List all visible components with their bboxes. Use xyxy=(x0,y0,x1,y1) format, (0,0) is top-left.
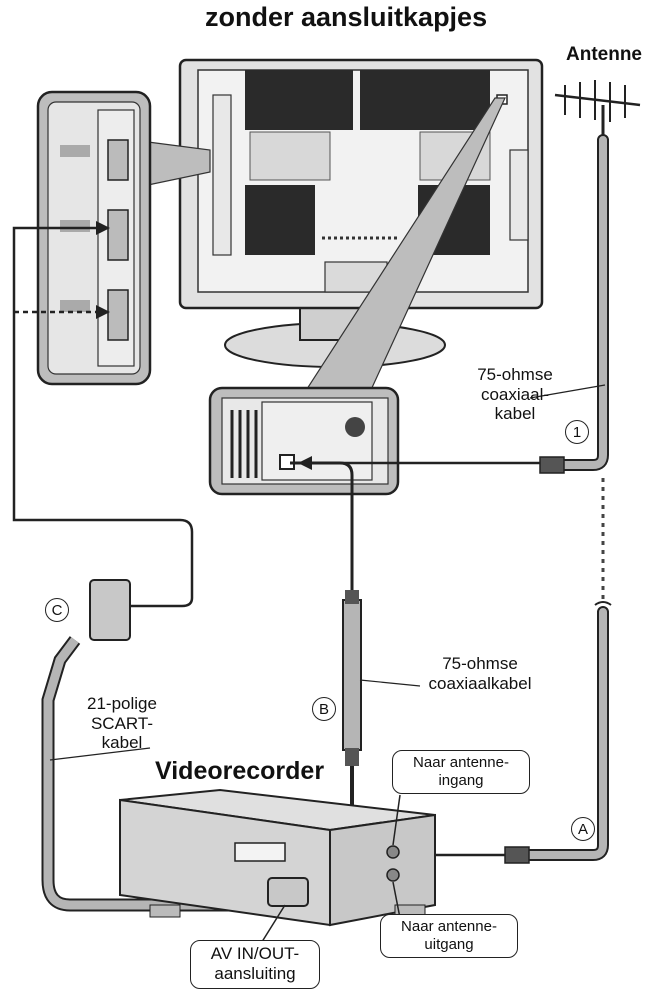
leader-av xyxy=(259,904,286,946)
coax-top-line2: coaxiaal- xyxy=(480,384,550,404)
scart-label: 21-polige SCART- kabel xyxy=(72,694,172,753)
leader-coax-mid xyxy=(359,679,421,687)
scart-cable-c xyxy=(12,221,290,912)
antenna-label: Antenne xyxy=(566,44,642,65)
antenna-in-line2: ingang xyxy=(438,772,484,789)
coax-mid-line2: coaxiaalkabel xyxy=(428,673,532,693)
diagram-title: zonder aansluitkapjes xyxy=(205,2,488,32)
tv-back xyxy=(178,58,544,310)
av-io-box: AV IN/OUT- aansluiting xyxy=(190,940,320,989)
antenna-graphic xyxy=(554,80,641,140)
side-panel-zoom xyxy=(36,90,211,386)
vcr-device xyxy=(119,788,436,927)
antenna-out-box: Naar antenne- uitgang xyxy=(380,914,518,958)
coax-top-label: 75-ohmse coaxiaal- kabel xyxy=(470,365,560,424)
antenna-in-line1: Naar antenne- xyxy=(413,754,509,771)
leader-uitgang xyxy=(392,881,401,919)
vcr-label: Videorecorder xyxy=(155,757,325,785)
av-io-line1: AV IN/OUT- xyxy=(210,944,300,963)
scart-line3: kabel xyxy=(101,733,143,753)
scart-line1: 21-polige xyxy=(87,694,157,713)
marker-b: B xyxy=(312,697,336,721)
marker-c: C xyxy=(45,598,69,622)
av-io-line2: aansluiting xyxy=(214,964,296,984)
marker-a: A xyxy=(571,817,595,841)
coax-cable-a xyxy=(398,601,612,864)
coax-mid-line1: 75-ohmse xyxy=(442,654,518,673)
leader-ingang xyxy=(392,794,401,846)
antenna-out-line2: uitgang xyxy=(424,936,474,953)
coax-top-line3: kabel xyxy=(494,404,536,424)
marker-1: 1 xyxy=(565,420,589,444)
coax-top-line1: 75-ohmse xyxy=(477,365,553,384)
scart-line2: SCART- xyxy=(90,713,154,733)
leader-coax-top xyxy=(529,384,606,399)
antenna-out-line1: Naar antenne- xyxy=(401,918,497,935)
coax-mid-label: 75-ohmse coaxiaalkabel xyxy=(405,654,555,693)
leader-scart xyxy=(49,747,151,761)
antenna-in-box: Naar antenne- ingang xyxy=(392,750,530,794)
